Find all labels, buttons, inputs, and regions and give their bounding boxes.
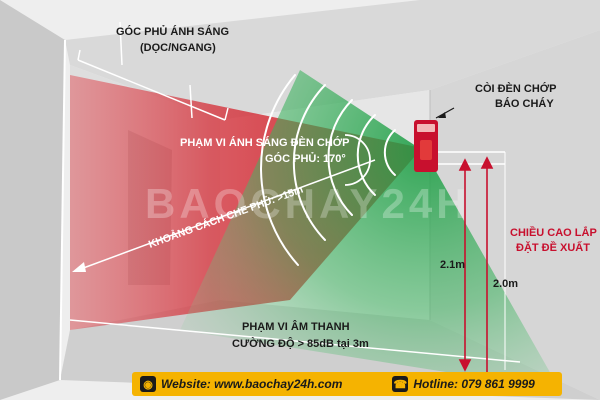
phone-icon: ☎: [392, 376, 409, 392]
height-value-2: 2.0m: [493, 278, 518, 290]
height-value-1: 2.1m: [440, 259, 465, 271]
coverage-angle-line-1: GÓC PHỦ ÁNH SÁNG: [116, 25, 229, 38]
hotline-text: Hotline: 079 861 9999: [413, 377, 535, 391]
website-text: Website: www.baochay24h.com: [161, 377, 343, 391]
install-height-line-1: CHIỀU CAO LẮP: [510, 226, 597, 239]
sound-range-line-2: CƯỜNG ĐỘ > 85dB tại 3m: [232, 337, 369, 350]
angle-arc: [344, 134, 371, 186]
watermark: BAOCHAY24H: [145, 180, 471, 227]
install-height-line-2: ĐẶT ĐỀ XUẤT: [516, 241, 590, 254]
coverage-angle-line-2: (DỌC/NGANG): [140, 42, 216, 54]
device-label-line-2: BÁO CHÁY: [495, 97, 554, 110]
light-range-line-1: PHẠM VI ÁNH SÁNG ĐÈN CHỚP: [180, 136, 350, 149]
sound-waves: [260, 74, 396, 266]
hotline-item[interactable]: ☎ Hotline: 079 861 9999: [392, 376, 535, 392]
distance-arrow: [72, 159, 376, 272]
light-range-line-2: GÓC PHỦ: 170°: [265, 152, 346, 165]
website-item[interactable]: ◉ Website: www.baochay24h.com: [140, 376, 342, 392]
globe-icon: ◉: [140, 376, 156, 392]
device-label-line-1: CÒI ĐÈN CHỚP: [475, 82, 557, 95]
strobe-siren-device: [414, 107, 455, 172]
sound-range-line-1: PHẠM VI ÂM THANH: [242, 320, 350, 333]
contact-footer: ◉ Website: www.baochay24h.com ☎ Hotline:…: [132, 372, 562, 396]
angle-callout: [69, 21, 521, 363]
